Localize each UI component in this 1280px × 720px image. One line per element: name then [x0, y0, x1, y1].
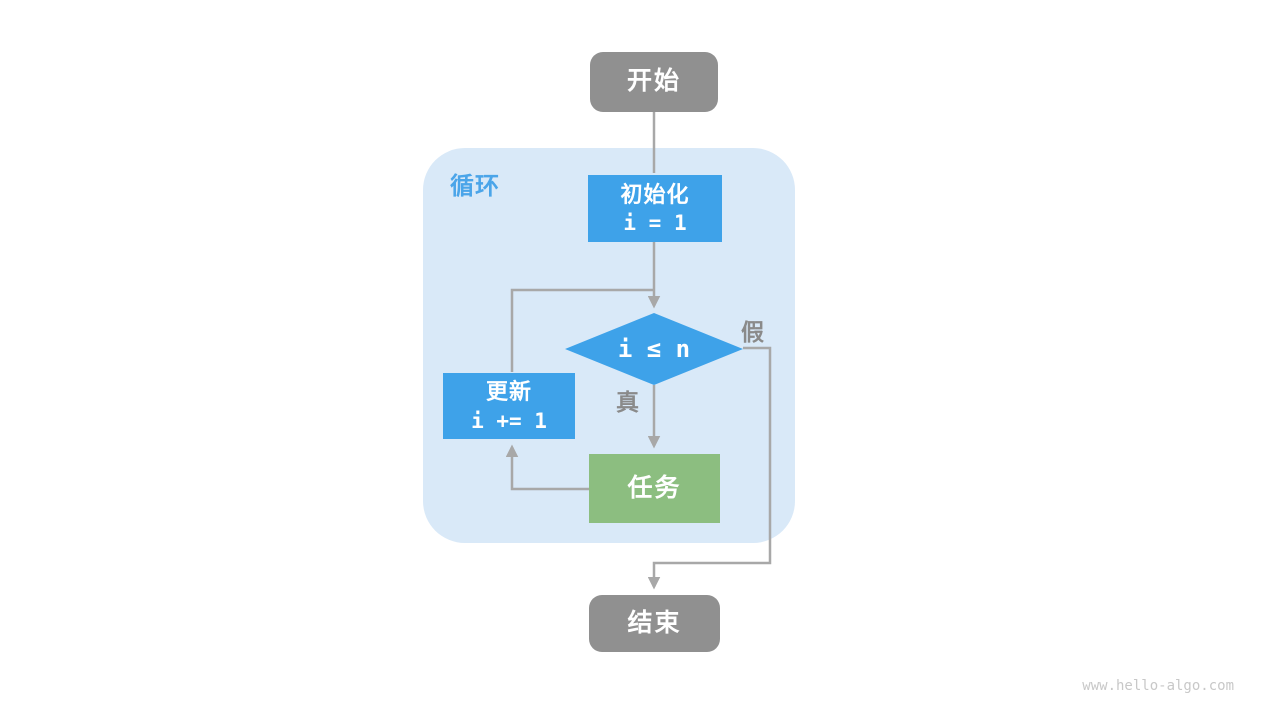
false-branch-label: 假	[741, 319, 764, 345]
true-branch-label: 真	[616, 389, 639, 415]
loop-container-label: 循环	[450, 173, 500, 200]
start-node: 开始	[590, 52, 718, 112]
task-node-label: 任务	[627, 473, 682, 502]
update-node: 更新 i += 1	[443, 373, 575, 439]
init-node: 初始化 i = 1	[588, 175, 722, 242]
task-node: 任务	[589, 454, 720, 523]
init-node-code: i = 1	[623, 211, 687, 236]
end-node: 结束	[589, 595, 720, 652]
update-node-code: i += 1	[471, 408, 547, 433]
edge-condition-to-end	[647, 346, 772, 590]
edge-update-to-condition	[510, 288, 653, 372]
update-node-label: 更新	[485, 379, 532, 405]
edge-task-to-update	[505, 444, 589, 491]
condition-node-code: i ≤ n	[617, 335, 691, 363]
watermark-text: www.hello-algo.com	[1082, 678, 1234, 694]
start-node-label: 开始	[626, 67, 681, 96]
init-node-label: 初始化	[620, 181, 690, 207]
end-node-label: 结束	[627, 608, 682, 637]
